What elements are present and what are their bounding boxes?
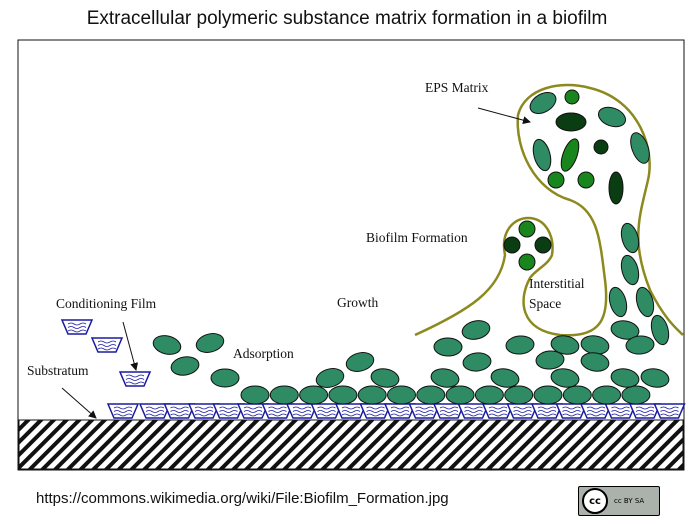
bacterium-cell: [610, 320, 640, 340]
film-unit: [604, 403, 637, 419]
film-unit: [236, 403, 270, 419]
film-unit: [261, 403, 294, 419]
film-unit: [408, 403, 441, 419]
bacterium-cell: [580, 352, 610, 372]
bacterium-cell: [503, 236, 521, 254]
bacterium-cell: [416, 385, 446, 405]
film-unit: [481, 403, 515, 419]
bacterium-cell: [620, 254, 640, 286]
bacterium-cell: [533, 385, 563, 405]
bacterium-cell: [597, 106, 627, 128]
bacterium-cell: [328, 385, 358, 405]
source-url[interactable]: https://commons.wikimedia.org/wiki/File:…: [36, 490, 449, 507]
bacterium-cell: [504, 385, 534, 405]
bacterium-cell: [550, 368, 580, 388]
bacterium-cell: [152, 335, 182, 355]
label-substratum: Substratum: [27, 363, 89, 378]
film-unit: [138, 403, 172, 419]
bacterium-cell: [210, 368, 240, 388]
bacterium-cell: [621, 385, 651, 405]
film-unit: [106, 403, 140, 419]
film-unit: [555, 403, 588, 419]
label-conditioning-film: Conditioning Film: [56, 296, 157, 311]
bacterium-cell: [462, 352, 492, 372]
film-unit: [187, 403, 221, 419]
label-growth: Growth: [337, 295, 378, 310]
bacterium-cell: [387, 385, 416, 405]
bacterium-cell: [490, 368, 520, 388]
bacterium-cell: [547, 171, 565, 189]
bacterium-cell: [535, 350, 565, 370]
bacterium-cell: [345, 352, 375, 372]
film-unit: [310, 403, 343, 419]
film-unit: [118, 371, 152, 387]
bacterium-cell: [620, 222, 640, 254]
bacterium-cell: [608, 286, 628, 318]
label-interstitial: Interstitial: [529, 276, 585, 291]
bacterium-cell: [195, 333, 225, 353]
bacterium-cell: [562, 385, 592, 405]
bacterium-cell: [555, 112, 587, 132]
label-biofilm-formation: Biofilm Formation: [366, 230, 468, 245]
film-unit: [334, 403, 368, 419]
bacterium-cell: [240, 385, 270, 405]
film-unit: [432, 403, 466, 419]
film-unit: [60, 319, 94, 335]
bacterium-cell: [577, 171, 595, 189]
eps-arrow: [477, 107, 531, 125]
bacterium-cell: [299, 385, 329, 405]
bacterium-cell: [560, 138, 580, 172]
film-unit: [457, 403, 490, 419]
label-adsorption: Adsorption: [233, 346, 294, 361]
film-unit: [212, 403, 245, 419]
bacterium-cell: [635, 286, 655, 318]
bacterium-cell: [505, 335, 535, 355]
bacteria-cells: [152, 89, 670, 405]
film-unit: [359, 403, 392, 419]
conditioning-film-layer: [60, 319, 686, 419]
conditioning-film-arrow: [122, 321, 139, 371]
film-unit: [628, 403, 662, 419]
bacterium-cell: [518, 220, 536, 238]
bacterium-cell: [269, 385, 299, 405]
bacterium-cell: [610, 368, 640, 388]
bacterium-cell: [532, 138, 552, 172]
bacterium-cell: [640, 368, 670, 388]
page-title: Extracellular polymeric substance matrix…: [86, 8, 608, 29]
bacterium-cell: [445, 385, 475, 405]
bacterium-cell: [474, 385, 504, 405]
bacterium-cell: [630, 132, 650, 164]
license-text: cc BY SA: [614, 497, 645, 505]
bacterium-cell: [625, 335, 655, 355]
bacterium-cell: [357, 385, 387, 405]
eps-matrix-outline: [414, 83, 684, 337]
bacterium-cell: [315, 368, 345, 388]
bacterium-cell: [608, 171, 624, 205]
cc-by-sa-badge: cc cc BY SA: [578, 486, 660, 516]
film-unit: [653, 403, 686, 419]
substratum-surface: [18, 419, 684, 470]
film-unit: [163, 403, 196, 419]
film-unit: [285, 403, 319, 419]
bacterium-cell: [534, 236, 552, 254]
film-unit: [90, 337, 124, 353]
bacterium-cell: [461, 320, 491, 340]
label-eps-matrix: EPS Matrix: [425, 80, 489, 95]
bacterium-cell: [529, 92, 557, 114]
bacterium-cell: [433, 337, 463, 357]
bacterium-cell: [170, 356, 200, 376]
substratum-arrow: [61, 387, 97, 419]
bacterium-cell: [564, 89, 580, 105]
bacterium-cell: [370, 368, 400, 388]
film-unit: [579, 403, 613, 419]
bacterium-cell: [592, 385, 622, 405]
film-unit: [506, 403, 539, 419]
cc-icon: cc: [582, 488, 608, 514]
bacterium-cell: [593, 139, 609, 155]
bacterium-cell: [550, 335, 580, 355]
bacterium-cell: [430, 368, 460, 388]
bacterium-cell: [650, 314, 670, 346]
bacterium-cell: [518, 253, 536, 271]
label-space: Space: [529, 296, 561, 311]
